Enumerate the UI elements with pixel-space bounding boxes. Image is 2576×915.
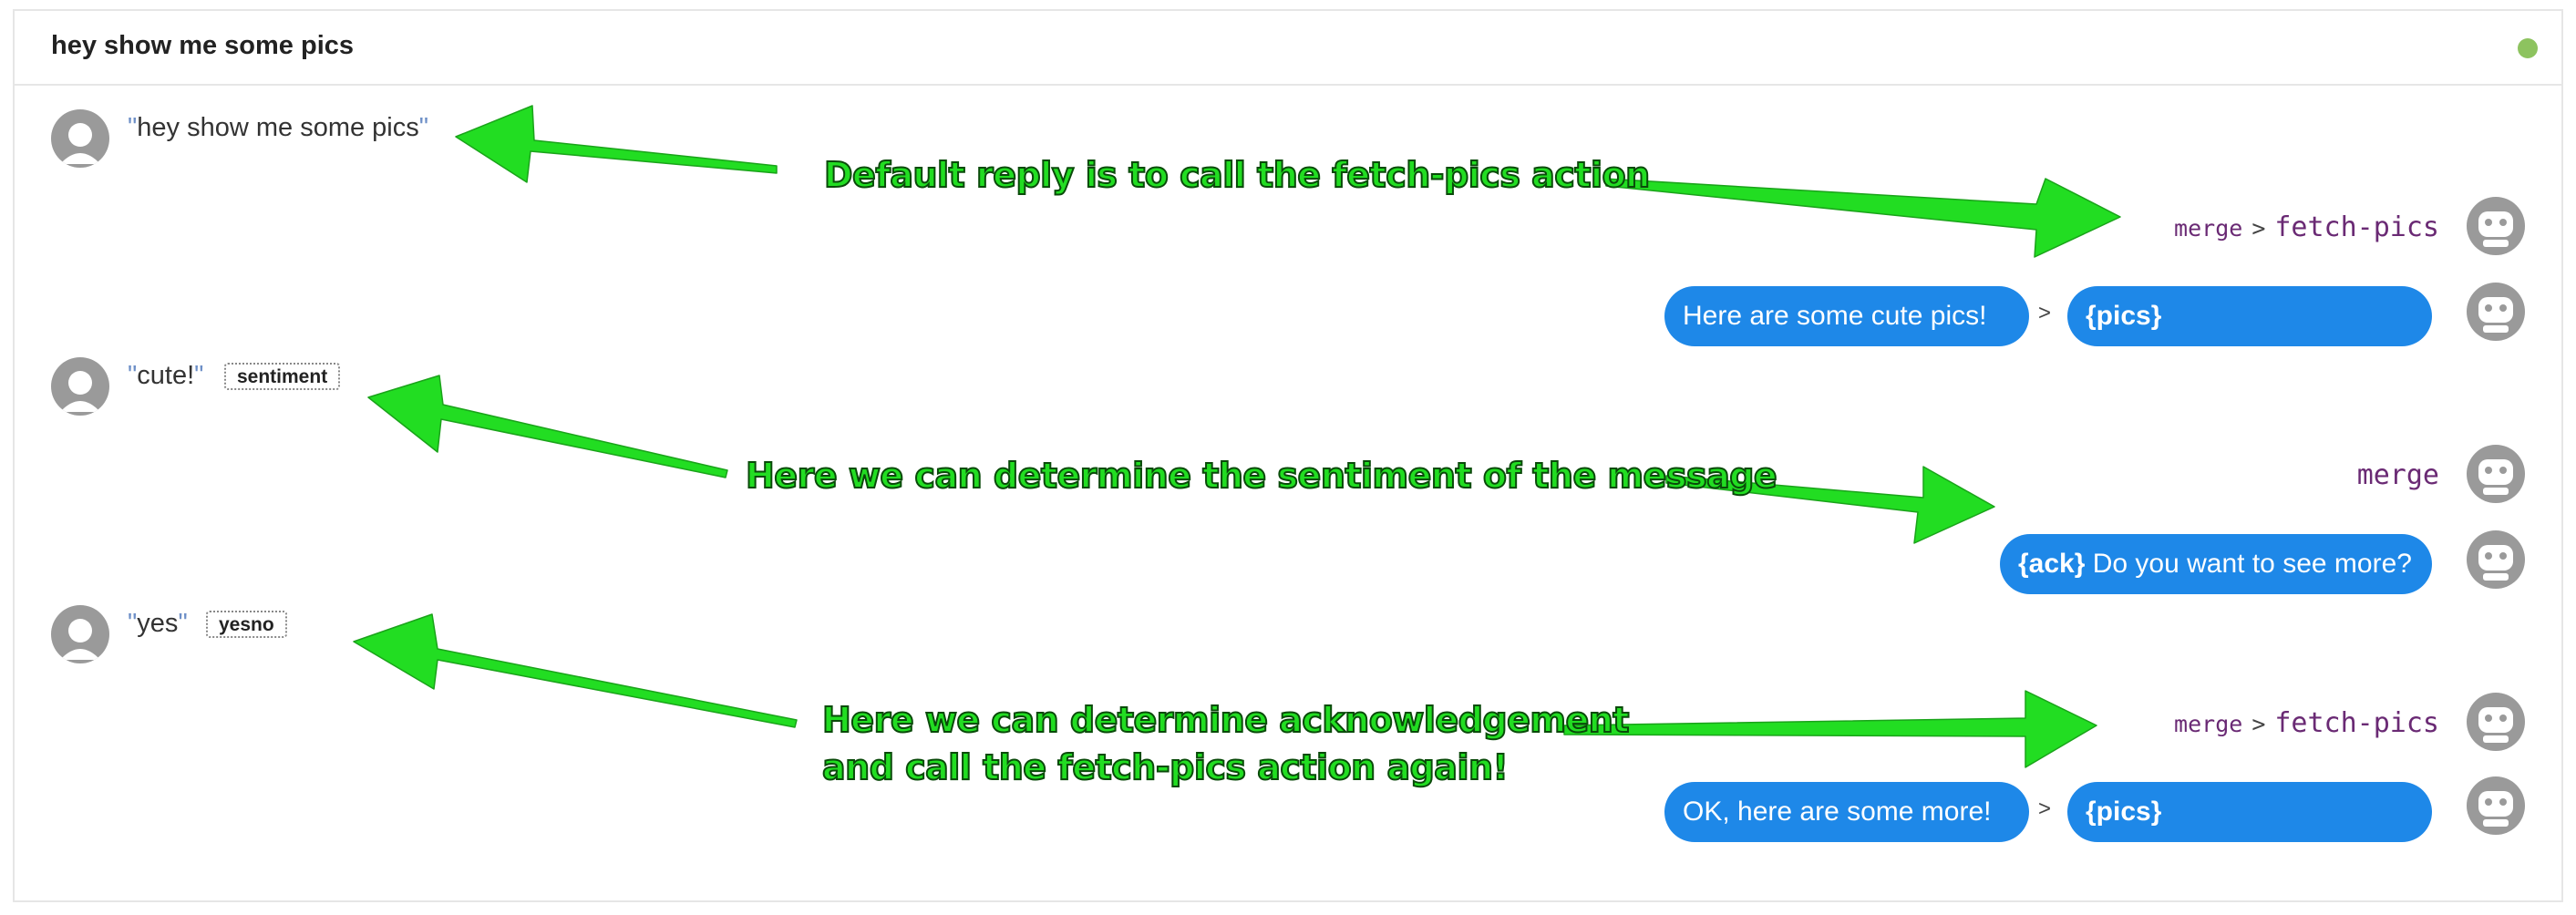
reply-separator: > — [2038, 797, 2052, 821]
bot-action[interactable]: merge > fetch-pics — [2174, 211, 2439, 243]
bot-reply-bubble[interactable]: Here are some cute pics! — [1664, 286, 2029, 346]
close-quote: " — [194, 361, 204, 390]
bot-reply-bubble[interactable]: OK, here are some more! — [1664, 782, 2029, 842]
arrow-right-1 — [1603, 178, 2121, 258]
user-avatar-icon — [51, 605, 109, 663]
bot-reply-variable-bubble[interactable]: {pics} — [2067, 286, 2432, 346]
open-quote: " — [128, 609, 138, 638]
reply-variable: {pics} — [2086, 797, 2162, 827]
action-op: merge — [2356, 459, 2439, 491]
conversation-panel: hey show me some pics — [13, 9, 2563, 902]
action-separator: > — [2251, 215, 2266, 242]
user-message-text: hey show me some pics — [137, 113, 419, 142]
entity-tag-sentiment[interactable]: sentiment — [224, 363, 341, 390]
conversation-title: hey show me some pics — [51, 31, 355, 60]
arrow-right-3 — [1563, 690, 2097, 768]
user-message: "hey show me some pics" — [128, 113, 428, 143]
open-quote: " — [128, 113, 138, 142]
bot-reply-text: Here are some cute pics! — [1683, 301, 1987, 331]
bot-reply-bubble[interactable]: {ack} Do you want to see more? — [2000, 534, 2432, 594]
bot-avatar-icon — [2467, 283, 2525, 341]
bot-action[interactable]: merge > fetch-pics — [2174, 707, 2439, 739]
action-name: fetch-pics — [2274, 211, 2439, 243]
action-op: merge — [2174, 215, 2243, 242]
user-message: "cute!" — [128, 361, 203, 391]
bot-action[interactable]: merge — [2357, 459, 2439, 491]
annotation-acknowledgement-line2: and call the fetch-pics action again! — [821, 746, 1510, 788]
annotation-acknowledgement-line1: Here we can determine acknowledgement — [821, 699, 1630, 741]
conversation-header: hey show me some pics — [15, 11, 2561, 86]
arrow-left-2 — [367, 375, 728, 478]
action-separator: > — [2251, 711, 2266, 737]
bot-avatar-icon — [2467, 197, 2525, 255]
reply-variable: {ack} — [2018, 549, 2086, 579]
bot-reply-text: OK, here are some more! — [1683, 797, 1992, 827]
user-message-text: cute! — [137, 361, 195, 390]
bot-avatar-icon — [2467, 776, 2525, 835]
bot-avatar-icon — [2467, 693, 2525, 751]
bot-reply-text: Do you want to see more? — [2092, 549, 2412, 579]
arrow-right-2 — [1665, 466, 1995, 544]
entity-tag-yesno[interactable]: yesno — [206, 611, 287, 638]
user-message: "yes" — [128, 609, 188, 639]
open-quote: " — [128, 361, 138, 390]
user-message-text: yes — [137, 609, 179, 638]
annotation-default-reply: Default reply is to call the fetch-pics … — [823, 154, 1651, 196]
status-dot-icon — [2518, 38, 2538, 58]
bot-avatar-icon — [2467, 530, 2525, 589]
close-quote: " — [418, 113, 429, 142]
user-avatar-icon — [51, 109, 109, 168]
arrow-left-1 — [455, 105, 778, 183]
reply-separator: > — [2038, 301, 2052, 325]
action-op: merge — [2174, 711, 2243, 737]
user-avatar-icon — [51, 357, 109, 416]
action-name: fetch-pics — [2274, 707, 2439, 739]
annotation-sentiment: Here we can determine the sentiment of t… — [745, 455, 1778, 497]
arrow-left-3 — [353, 613, 798, 728]
reply-variable: {pics} — [2086, 301, 2162, 331]
bot-reply-variable-bubble[interactable]: {pics} — [2067, 782, 2432, 842]
close-quote: " — [178, 609, 188, 638]
bot-avatar-icon — [2467, 445, 2525, 503]
